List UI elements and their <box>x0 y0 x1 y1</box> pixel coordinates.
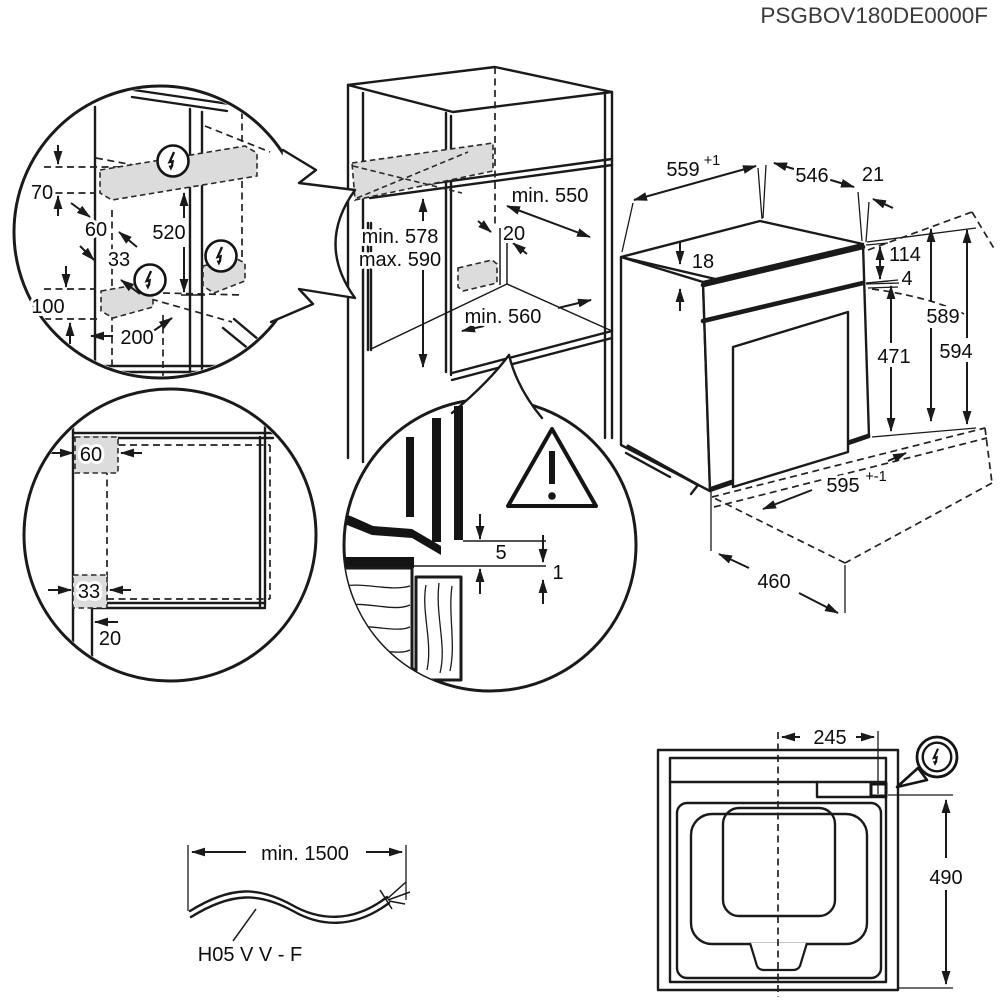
dim-oven-panel-height: 114 <box>889 244 921 266</box>
power-connection-icon <box>921 741 953 773</box>
cable-drawing: min. 1500 H05 V V - F <box>187 840 411 969</box>
warning-icon <box>506 427 598 508</box>
oven-door-window <box>731 310 850 489</box>
connection-zone-lower <box>457 259 498 292</box>
dim-niche-rear-gap: 20 <box>503 223 525 245</box>
dim-oven-top-depth-tol: +1 <box>704 153 721 169</box>
plan-dimensions: 245 490 <box>781 724 966 989</box>
dim-oven-door-height: 471 <box>877 346 910 368</box>
cabinet-drawing: min. 578 max. 590 min. 550 20 min. 560 <box>346 65 614 464</box>
oven-dimensions: 559 +1 546 21 18 114 4 589 <box>621 150 977 614</box>
side-detail-circle: 70 60 520 33 100 200 <box>12 84 357 380</box>
cable-label-leader <box>232 908 257 942</box>
part-number: PSGBOV180DE0000F <box>760 3 988 28</box>
oven-foot <box>624 444 700 496</box>
dim-oven-top-clearance: 18 <box>692 251 714 273</box>
dim-plan-depth: 490 <box>929 867 962 889</box>
plan-cavity <box>721 806 837 918</box>
cabinet-top-face <box>346 65 614 114</box>
plan-detail-circle: 60 33 20 <box>22 387 318 683</box>
mounting-detail-circle: 5 1 <box>342 353 638 693</box>
zone-bottom-plan <box>72 574 108 609</box>
dim-oven-body-width: 546 <box>795 165 828 187</box>
oven-context-dashed <box>711 211 996 564</box>
dim-plan-front-offset: 20 <box>99 628 121 650</box>
dim-zone-depth: 200 <box>120 327 153 349</box>
dim-zone-spacing: 520 <box>152 222 185 244</box>
dim-front-offset-bottom: 33 <box>108 249 130 271</box>
dim-oven-body-depth: 460 <box>757 571 790 593</box>
dim-oven-front-height: 594 <box>939 341 972 363</box>
wood-block-right <box>414 575 463 682</box>
dim-niche-width-min: min. 560 <box>465 306 542 328</box>
oven-panel-bottom-edge <box>700 280 866 324</box>
side-detail-dimensions <box>53 145 189 344</box>
connection-zone-upper <box>351 142 494 201</box>
cable-strands <box>379 881 411 910</box>
oven-left-side <box>619 255 712 493</box>
cable-line <box>188 890 389 918</box>
dim-top-clearance: 70 <box>31 182 53 204</box>
cable-type-label: H05 V V - F <box>198 944 302 966</box>
dim-oven-top-depth: 559 <box>666 159 699 181</box>
mounting-dimensions <box>475 514 548 604</box>
niche-dimensions: min. 578 max. 590 min. 550 20 min. 560 <box>356 182 592 368</box>
dim-connection-offset: 245 <box>813 727 846 749</box>
power-connection-icon <box>133 263 167 297</box>
plan-detail-content: 60 33 20 <box>48 403 275 667</box>
callout-wedge <box>452 355 542 418</box>
dim-niche-height-min: min. 578 <box>362 226 439 248</box>
dim-niche-depth-min: min. 550 <box>512 185 589 207</box>
dim-oven-front-width: 595 <box>826 475 859 497</box>
dim-plan-zone-top: 60 <box>80 444 102 466</box>
dim-front-offset-top: 60 <box>85 219 107 241</box>
dim-oven-front-overlap: 21 <box>862 164 884 186</box>
dim-zone-height: 100 <box>31 296 64 318</box>
dim-oven-body-height: 589 <box>926 306 959 328</box>
callout-wedge <box>271 150 355 322</box>
dim-plan-zone-bottom: 33 <box>78 581 100 603</box>
plan-oven-casing <box>675 801 883 980</box>
oven-drawing: 559 +1 546 21 18 114 4 589 <box>619 150 996 614</box>
power-connection-callout <box>895 735 959 789</box>
dim-oven-front-width-tol: +-1 <box>865 469 886 485</box>
dim-oven-door-gap: 4 <box>901 268 912 290</box>
cable-line <box>189 896 391 924</box>
power-connection-icon <box>156 144 190 178</box>
dim-cable-length: min. 1500 <box>261 843 349 865</box>
dim-niche-height-max: max. 590 <box>359 249 441 271</box>
side-detail-content <box>44 88 304 376</box>
plan-detail-dimensions <box>48 448 142 627</box>
oven-top-trim <box>700 244 866 288</box>
power-connection-icon <box>204 239 238 273</box>
zone-top-plan <box>74 436 119 474</box>
plan-oven-inner <box>689 812 869 946</box>
dim-clearance-bottom: 1 <box>552 562 563 584</box>
dim-clearance-top: 5 <box>495 542 506 564</box>
plan-view-drawing: 245 490 <box>656 724 966 997</box>
plan-connection-recess <box>815 780 888 799</box>
